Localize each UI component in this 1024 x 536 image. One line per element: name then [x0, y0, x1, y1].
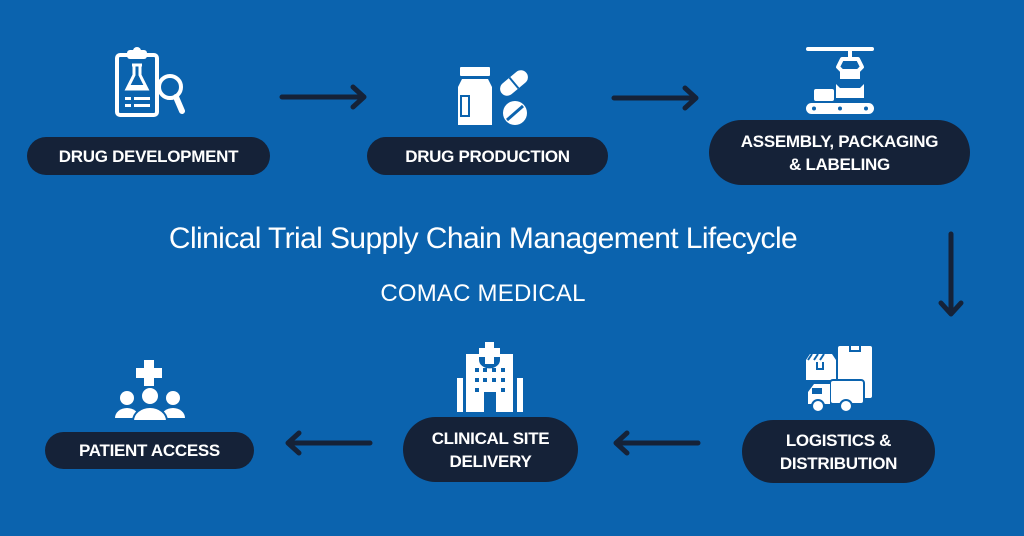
brand-name: COMAC MEDICAL	[380, 280, 586, 307]
stage-label: DRUG PRODUCTION	[405, 146, 570, 166]
clipboard-flask-magnifier-icon	[115, 47, 185, 117]
stage-drug-development: DRUG DEVELOPMENT	[27, 137, 270, 175]
stage-assembly-packaging-labeling: ASSEMBLY, PACKAGING & LABELING	[709, 120, 970, 185]
arrow-right-icon	[611, 85, 699, 111]
stage-label: ASSEMBLY, PACKAGING & LABELING	[740, 131, 939, 174]
medicine-bottle-pills-icon	[458, 67, 528, 125]
stage-label: PATIENT ACCESS	[79, 441, 220, 460]
stage-label: LOGISTICS & DISTRIBUTION	[779, 430, 898, 473]
arrow-left-icon	[613, 430, 701, 456]
stage-clinical-site-delivery: CLINICAL SITE DELIVERY	[403, 417, 578, 482]
stage-logistics-distribution: LOGISTICS & DISTRIBUTION	[742, 420, 935, 483]
patients-group-cross-icon	[115, 360, 185, 422]
arrow-right-icon	[279, 84, 367, 110]
arrow-down-icon	[938, 231, 964, 317]
hospital-building-icon	[457, 342, 523, 412]
arrow-left-icon	[285, 430, 373, 456]
stage-label: CLINICAL SITE DELIVERY	[431, 428, 550, 471]
stage-patient-access: PATIENT ACCESS	[45, 432, 254, 469]
delivery-truck-boxes-icon	[806, 346, 872, 413]
stage-drug-production: DRUG PRODUCTION	[367, 137, 608, 175]
assembly-line-robot-arm-icon	[806, 47, 874, 114]
diagram-title: Clinical Trial Supply Chain Management L…	[168, 222, 798, 255]
stage-label: DRUG DEVELOPMENT	[58, 146, 239, 166]
